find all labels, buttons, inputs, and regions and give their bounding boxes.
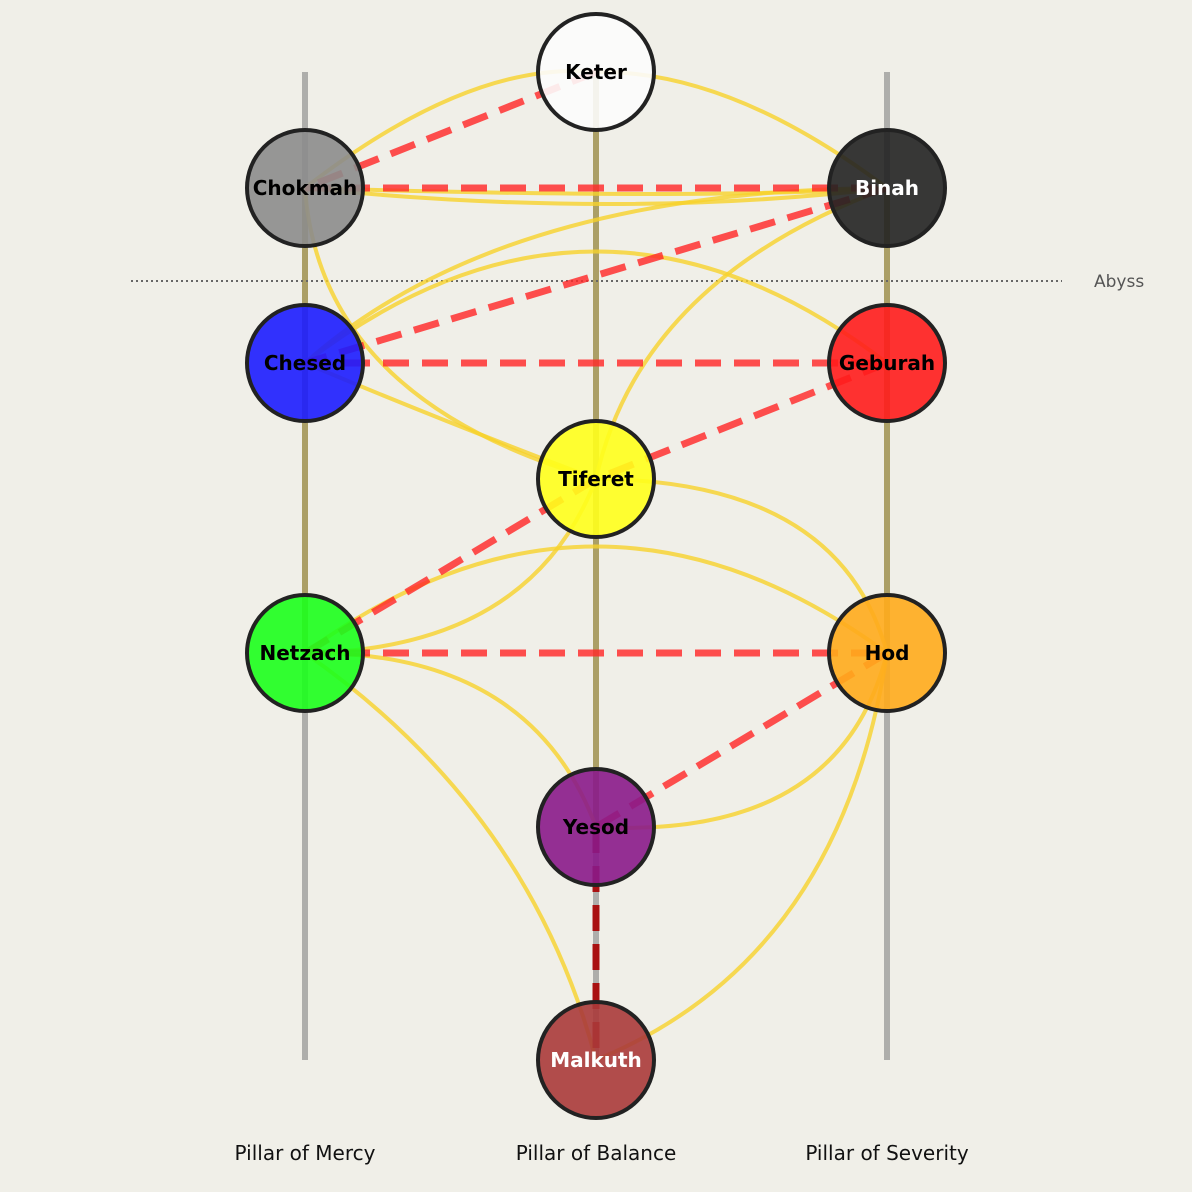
pillar-label-pillar-of-severity: Pillar of Severity — [805, 1141, 969, 1165]
sephirah-circle — [827, 303, 947, 423]
sephirah-geburah[interactable]: Geburah — [827, 303, 947, 423]
sephirah-circle — [536, 1000, 656, 1120]
sephirah-hod[interactable]: Hod — [827, 593, 947, 713]
curve-chesed-geburah — [303, 249, 889, 365]
sephirah-netzach[interactable]: Netzach — [245, 593, 365, 713]
sephirah-label: Chesed — [264, 351, 346, 375]
pillar-labels: Pillar of Mercy Pillar of Balance Pillar o… — [235, 1141, 969, 1165]
sephirah-circle — [245, 303, 365, 423]
curve-netzach-malkuth — [303, 651, 598, 1061]
abyss-label: Abyss — [1094, 272, 1144, 292]
pillar-label-pillar-of-mercy: Pillar of Mercy — [235, 1141, 376, 1165]
sephirah-malkuth[interactable]: Malkuth — [536, 1000, 656, 1120]
sephirah-tiferet[interactable]: Tiferet — [536, 419, 656, 539]
sephirah-label: Geburah — [839, 351, 935, 375]
sephirah-label: Hod — [865, 641, 910, 665]
sephirah-circle — [536, 12, 656, 132]
curve-hod-malkuth — [595, 652, 889, 1062]
abyss-divider: Abyss — [131, 272, 1144, 292]
sephirah-label: Malkuth — [550, 1048, 642, 1072]
curve-chokmah-binah — [304, 186, 888, 206]
sephirah-circle — [245, 128, 365, 248]
sephirah-circle — [245, 593, 365, 713]
sephirah-label: Tiferet — [558, 467, 634, 491]
sephirah-label: Binah — [855, 176, 919, 200]
sephirah-label: Netzach — [259, 641, 350, 665]
sephirah-label: Keter — [565, 60, 627, 84]
curve-chesed-binah — [303, 186, 888, 365]
sephirah-yesod[interactable]: Yesod — [536, 767, 656, 887]
pillar-label-pillar-of-balance: Pillar of Balance — [516, 1141, 677, 1165]
sephirah-circle — [536, 419, 656, 539]
sephirah-label: Chokmah — [253, 176, 358, 200]
sephirah-keter[interactable]: Keter — [536, 12, 656, 132]
sephirah-circle — [827, 128, 947, 248]
lightning-binah-chesed — [303, 184, 889, 367]
sephirah-chesed[interactable]: Chesed — [245, 303, 365, 423]
sephirah-label: Yesod — [562, 815, 629, 839]
sephirah-binah[interactable]: Binah — [827, 128, 947, 248]
sephirah-chokmah[interactable]: Chokmah — [245, 128, 365, 248]
sephirah-circle — [827, 593, 947, 713]
sephirah-circle — [536, 767, 656, 887]
